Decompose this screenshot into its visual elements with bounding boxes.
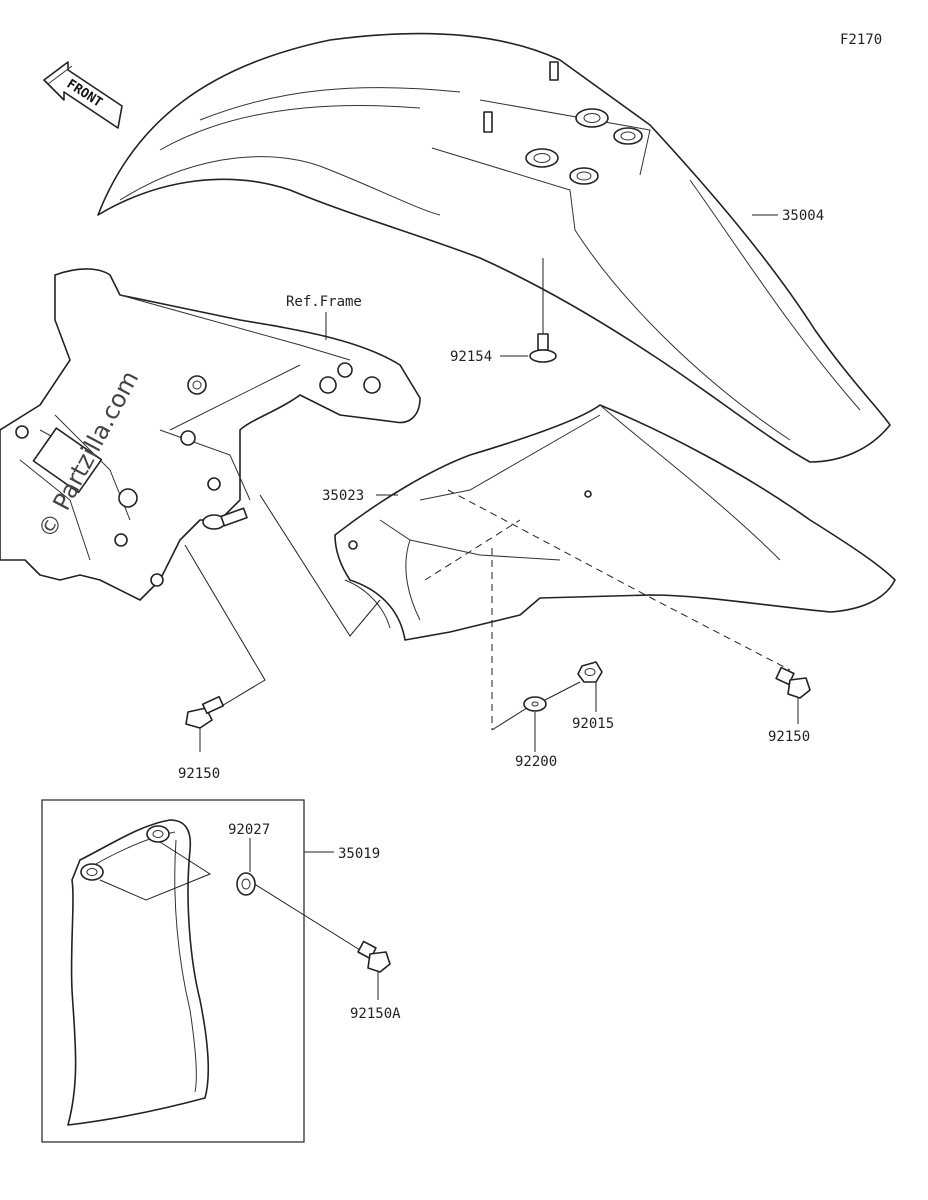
- bolt-92150-left-icon[interactable]: [185, 695, 225, 729]
- part-label-92027[interactable]: 92027: [228, 822, 270, 838]
- part-label-35023[interactable]: 35023: [322, 488, 364, 504]
- part-label-35004[interactable]: 35004: [782, 208, 824, 224]
- diagram-code: F2170: [840, 32, 882, 48]
- bolt-92150a-icon[interactable]: [357, 940, 391, 973]
- nut-92015-icon[interactable]: [577, 661, 603, 683]
- guard-leader: [99, 841, 212, 901]
- part-label-92150a[interactable]: 92150A: [350, 1006, 401, 1022]
- collar-bolt-icon[interactable]: [202, 507, 248, 530]
- front-arrow-icon: FRONT: [43, 61, 123, 129]
- part-label-35019[interactable]: 35019: [338, 846, 380, 862]
- part-label-92150-left[interactable]: 92150: [178, 766, 220, 782]
- leader-line-bolt: [184, 544, 266, 711]
- assembly-line-3: [424, 519, 521, 581]
- bolt-92150-right-icon[interactable]: [775, 666, 811, 699]
- ref-frame-label: Ref.Frame: [286, 294, 362, 310]
- inner-fender-drawing[interactable]: [334, 404, 896, 641]
- front-fender-drawing[interactable]: [97, 32, 891, 463]
- guard-kit-box: [41, 799, 305, 1143]
- part-label-92015[interactable]: 92015: [572, 716, 614, 732]
- frame-reference-drawing: [0, 268, 421, 601]
- part-label-92200[interactable]: 92200: [515, 754, 557, 770]
- grommet-92027-icon[interactable]: [236, 872, 256, 896]
- assembly-line: [447, 489, 791, 671]
- leader-line-frame: [259, 494, 381, 637]
- screw-92154-icon[interactable]: [529, 333, 557, 363]
- washer-92200-icon[interactable]: [523, 696, 547, 712]
- fork-guard-drawing[interactable]: [67, 819, 210, 1126]
- part-label-92150-right[interactable]: 92150: [768, 729, 810, 745]
- part-label-92154[interactable]: 92154: [450, 349, 492, 365]
